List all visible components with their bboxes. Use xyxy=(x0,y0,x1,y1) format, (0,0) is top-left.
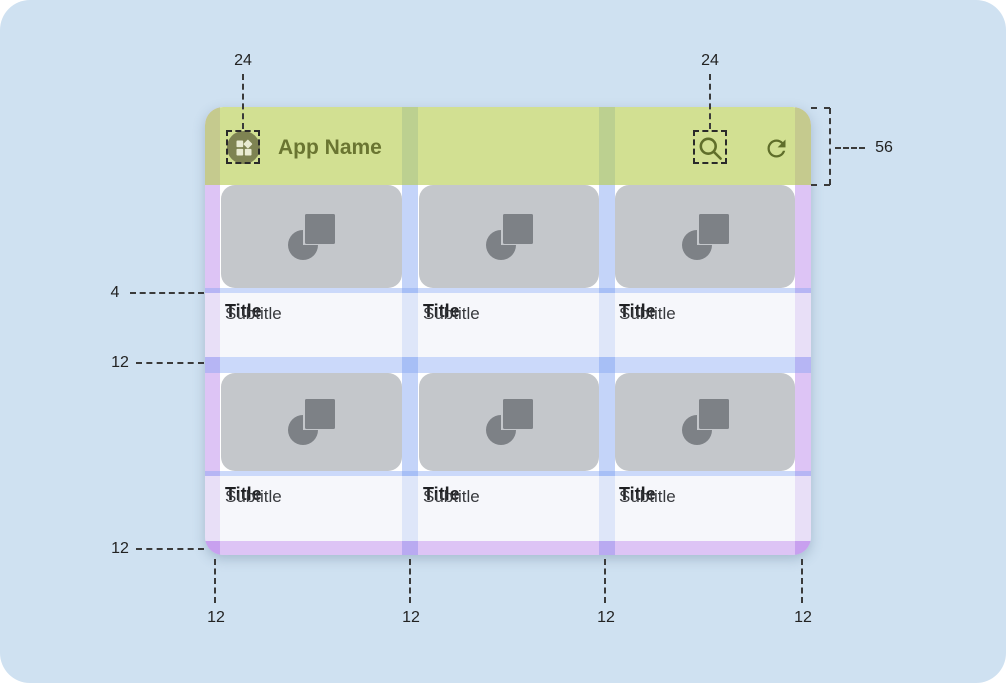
media-placeholder-icon xyxy=(485,213,533,260)
annotation-appbar-height: 56 xyxy=(875,139,893,156)
card-subtitle: Subtitle xyxy=(423,487,480,506)
card-image-placeholder[interactable] xyxy=(615,373,795,471)
text-band-overlay xyxy=(205,476,811,541)
dashed-leader-line xyxy=(242,74,244,129)
dashed-bracket-tick xyxy=(811,184,830,186)
image-text-gap-overlay xyxy=(205,471,811,476)
dashed-leader-line xyxy=(835,147,865,149)
card-image-placeholder[interactable] xyxy=(615,185,795,288)
card-subtitle: Subtitle xyxy=(619,487,676,506)
text-band-overlay xyxy=(205,293,811,357)
annotation-column-gap: 12 xyxy=(402,609,420,626)
annotation-action-icon-size: 24 xyxy=(701,52,719,69)
dashed-leader-line xyxy=(214,559,216,603)
dashed-bracket-line xyxy=(829,108,831,185)
dashed-leader-line xyxy=(136,548,204,550)
annotation-image-text-gap: 4 xyxy=(110,284,120,301)
refresh-button[interactable] xyxy=(763,135,790,162)
card-image-placeholder[interactable] xyxy=(419,185,599,288)
card-title: Title xyxy=(619,484,656,504)
card-subtitle: Subtitle xyxy=(423,304,480,323)
dashed-leader-line xyxy=(136,362,204,364)
annotation-column-gap: 12 xyxy=(794,609,812,626)
annotation-column-gap: 12 xyxy=(207,609,225,626)
widgets-icon xyxy=(236,139,252,155)
refresh-icon xyxy=(767,139,786,158)
dashed-leader-line xyxy=(604,559,606,603)
search-button[interactable] xyxy=(697,135,724,162)
media-placeholder-icon xyxy=(288,399,335,445)
icon-bounds-box xyxy=(693,130,727,164)
search-icon xyxy=(699,137,722,160)
app-mockup: App Name Title Subtitle Title Subtitle T… xyxy=(205,107,811,555)
dashed-bracket-tick xyxy=(811,107,830,109)
card-title: Title xyxy=(619,301,656,321)
bottom-margin-overlay xyxy=(205,541,811,555)
dashed-leader-line xyxy=(130,292,204,294)
card-title: Title xyxy=(423,484,460,504)
media-placeholder-icon xyxy=(485,399,533,445)
dashed-leader-line xyxy=(409,559,411,603)
card-title: Title xyxy=(225,301,262,321)
card-image-placeholder[interactable] xyxy=(221,185,402,288)
app-title: App Name xyxy=(278,136,382,159)
app-launcher-button[interactable] xyxy=(227,131,260,164)
icon-bounds-box xyxy=(226,130,260,164)
image-text-gap-overlay xyxy=(205,288,811,293)
media-placeholder-icon xyxy=(288,213,335,260)
card-subtitle: Subtitle xyxy=(619,304,676,323)
annotation-nav-icon-size: 24 xyxy=(234,52,252,69)
card-subtitle: Subtitle xyxy=(225,487,282,506)
card-title: Title xyxy=(225,484,262,504)
card-image-placeholder[interactable] xyxy=(221,373,402,471)
card-title: Title xyxy=(423,301,460,321)
media-placeholder-icon xyxy=(681,399,729,445)
annotation-column-gap: 12 xyxy=(597,609,615,626)
annotation-bottom-margin: 12 xyxy=(111,540,129,557)
dashed-leader-line xyxy=(801,559,803,603)
card-subtitle: Subtitle xyxy=(225,304,282,323)
dashed-leader-line xyxy=(709,74,711,129)
media-placeholder-icon xyxy=(681,213,729,260)
annotation-row-gap: 12 xyxy=(111,354,129,371)
card-image-placeholder[interactable] xyxy=(419,373,599,471)
row-gap-overlay xyxy=(205,357,811,373)
